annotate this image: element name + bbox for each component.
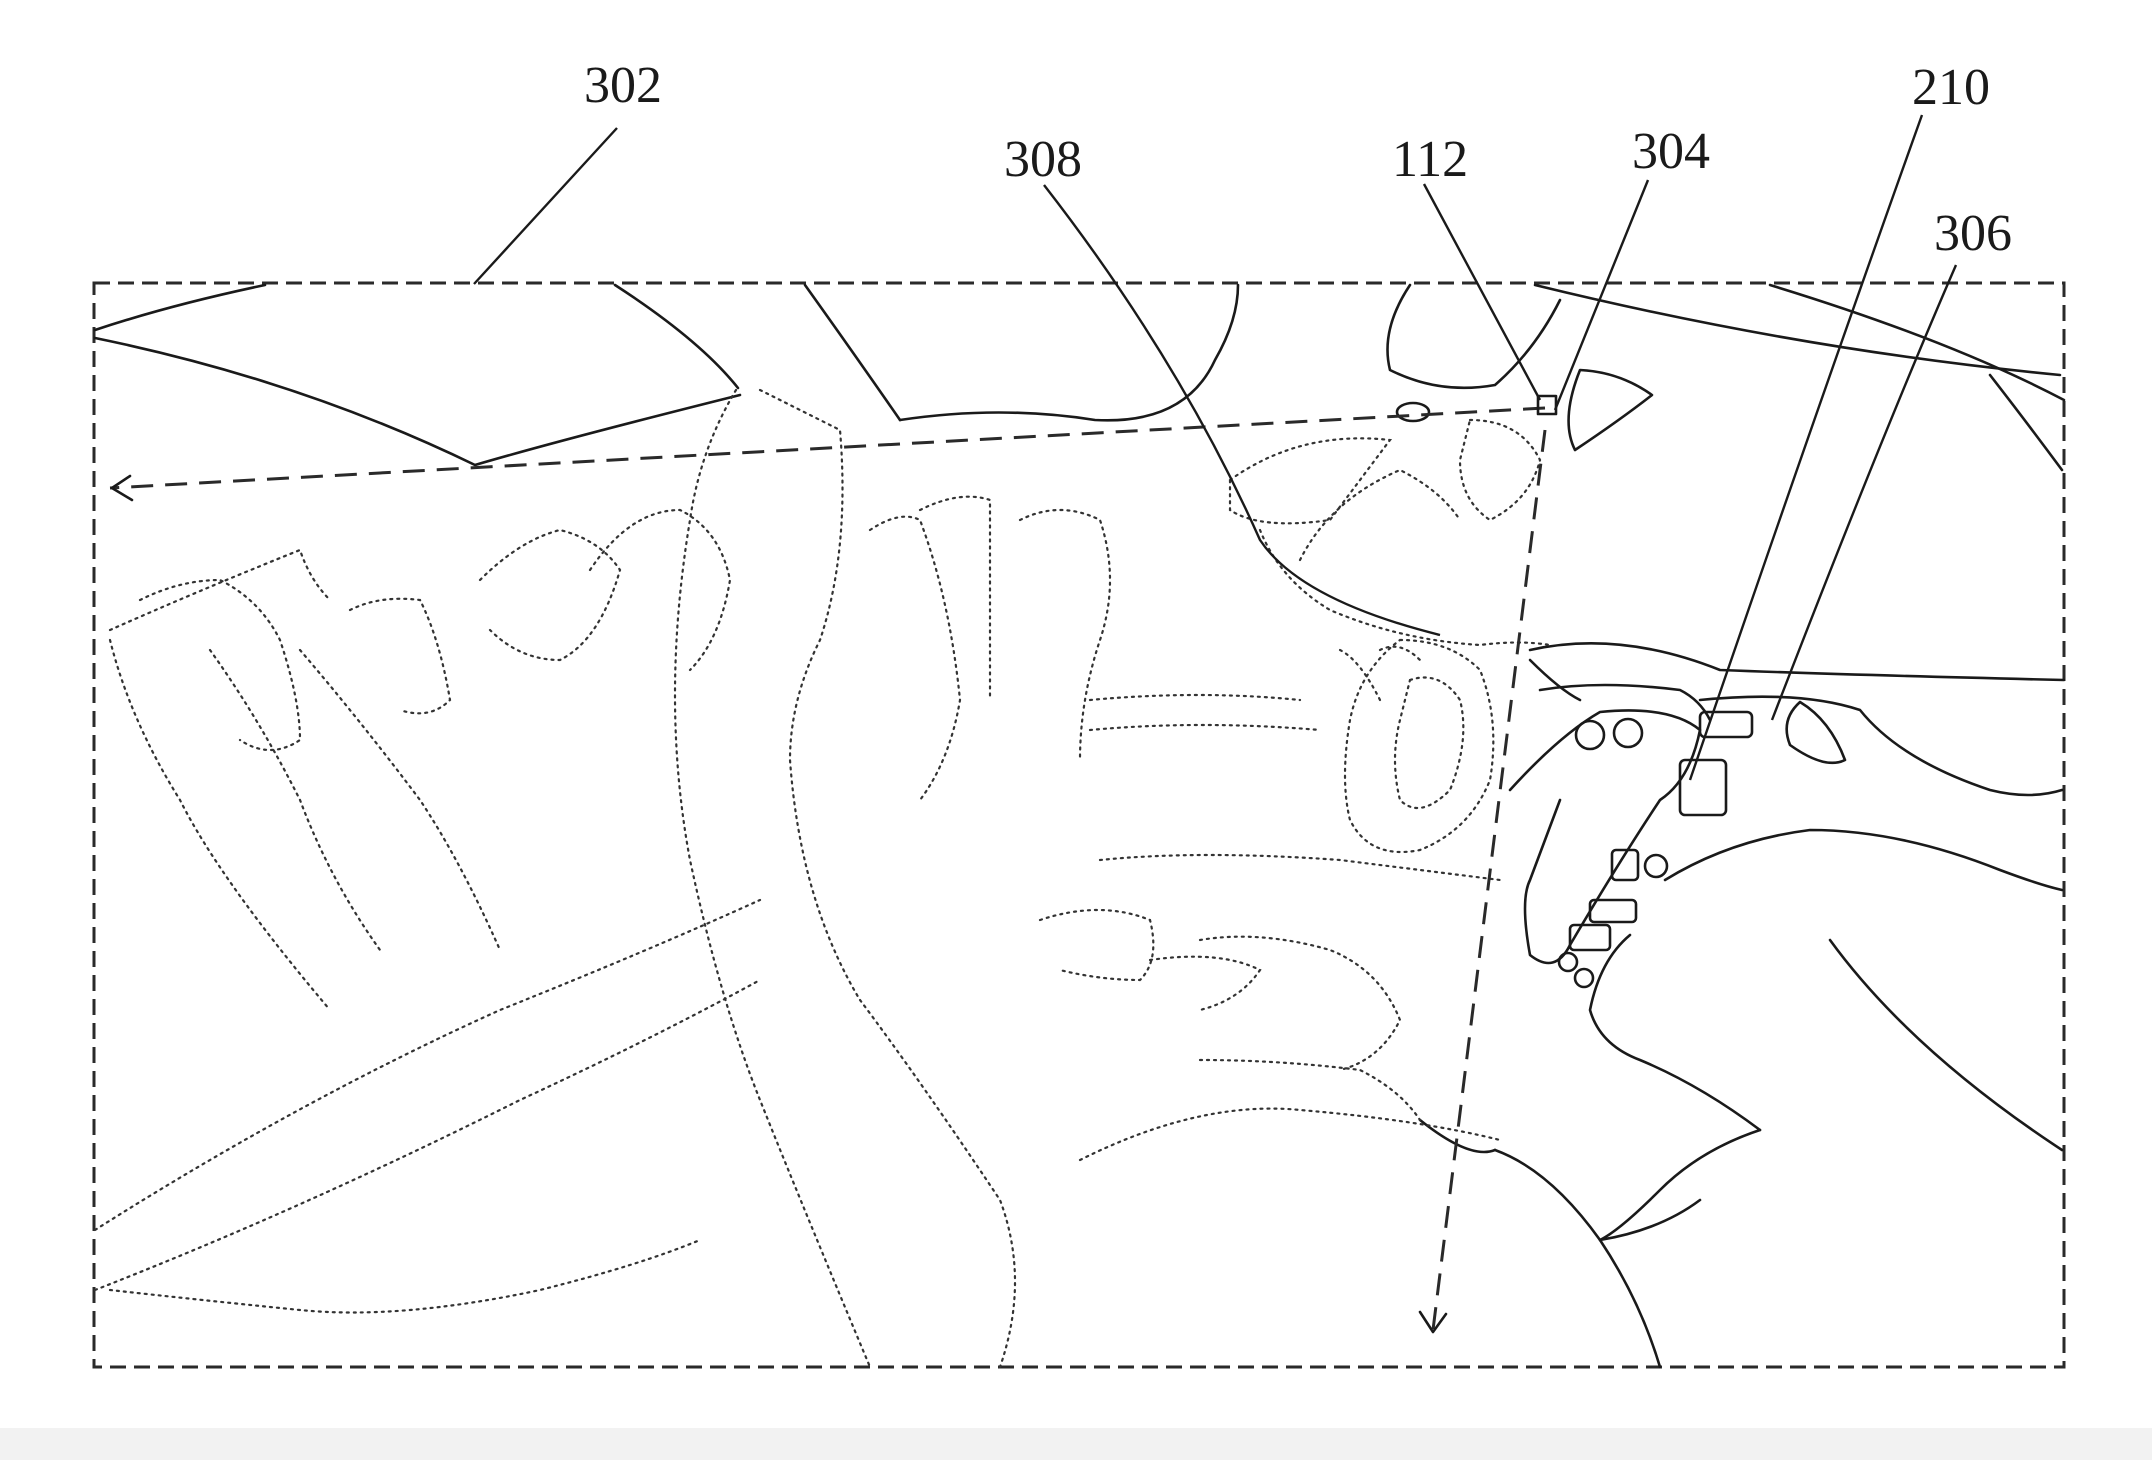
leader-lines <box>474 115 1956 780</box>
label-210: 210 <box>1912 59 1990 116</box>
label-304: 304 <box>1632 123 1710 180</box>
label-306: 306 <box>1934 205 2012 262</box>
sensor-marker <box>1538 396 1556 414</box>
bottom-strip <box>0 1428 2152 1460</box>
dashboard-lines <box>1420 643 2064 1367</box>
label-308: 308 <box>1004 131 1082 188</box>
label-112: 112 <box>1392 131 1468 188</box>
label-302: 302 <box>584 57 662 114</box>
field-of-view-frame <box>94 283 2064 1367</box>
interior-dotted-outlines <box>95 390 1550 1367</box>
vehicle-roof-lines <box>95 285 2064 470</box>
